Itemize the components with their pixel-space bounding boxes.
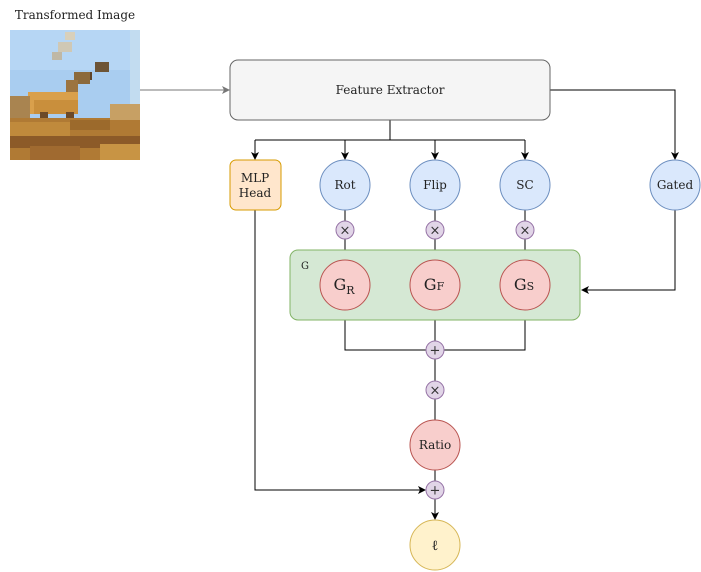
g-f-node: GF	[409, 259, 461, 311]
image-caption: Transformed Image	[15, 8, 135, 22]
g-r-node: GR	[319, 259, 371, 311]
g-f-main: G	[424, 275, 437, 294]
feature-extractor-label: Feature Extractor	[336, 83, 445, 97]
multiply-symbol: ×	[430, 384, 441, 399]
sc-label: SC	[516, 178, 533, 192]
g-s-main: G	[514, 275, 527, 294]
multiply-op-center: ×	[425, 380, 445, 400]
multiply-op-rot: ×	[335, 220, 355, 240]
group-g-label: G	[301, 261, 309, 272]
ratio-node: Ratio	[409, 419, 461, 471]
loss-node: ℓ	[409, 519, 461, 571]
ratio-label: Ratio	[419, 438, 451, 452]
g-r-sub: R	[346, 284, 355, 297]
multiply-op-flip: ×	[425, 220, 445, 240]
rot-node: Rot	[319, 159, 371, 211]
svg-text:GR: GR	[333, 275, 355, 297]
multiply-symbol: ×	[340, 224, 351, 239]
multiply-op-sc: ×	[515, 220, 535, 240]
gated-node: Gated	[649, 159, 701, 211]
flip-label: Flip	[423, 178, 447, 192]
svg-text:GS: GS	[514, 275, 534, 294]
g-r-main: G	[333, 275, 346, 294]
connectors	[140, 86, 679, 520]
mlp-head-label-line2: Head	[239, 186, 272, 200]
mlp-head-box: MLP Head	[229, 159, 282, 211]
multiply-symbol: ×	[430, 224, 441, 239]
multiply-symbol: ×	[520, 224, 531, 239]
mlp-head-label-line1: MLP	[241, 171, 269, 185]
transformed-image	[10, 30, 140, 160]
g-s-sub: S	[527, 280, 535, 293]
g-s-node: GS	[499, 259, 551, 311]
loss-label: ℓ	[432, 538, 439, 554]
g-f-sub: F	[437, 280, 445, 293]
gated-label: Gated	[657, 178, 694, 192]
rot-label: Rot	[334, 178, 355, 192]
sum-op-final: +	[425, 480, 445, 500]
plus-symbol: +	[430, 344, 441, 359]
flip-node: Flip	[409, 159, 461, 211]
sum-op-group: +	[425, 340, 445, 360]
plus-symbol: +	[430, 484, 441, 499]
sc-node: SC	[499, 159, 551, 211]
svg-text:GF: GF	[424, 275, 445, 294]
feature-extractor-box: Feature Extractor	[229, 59, 551, 121]
